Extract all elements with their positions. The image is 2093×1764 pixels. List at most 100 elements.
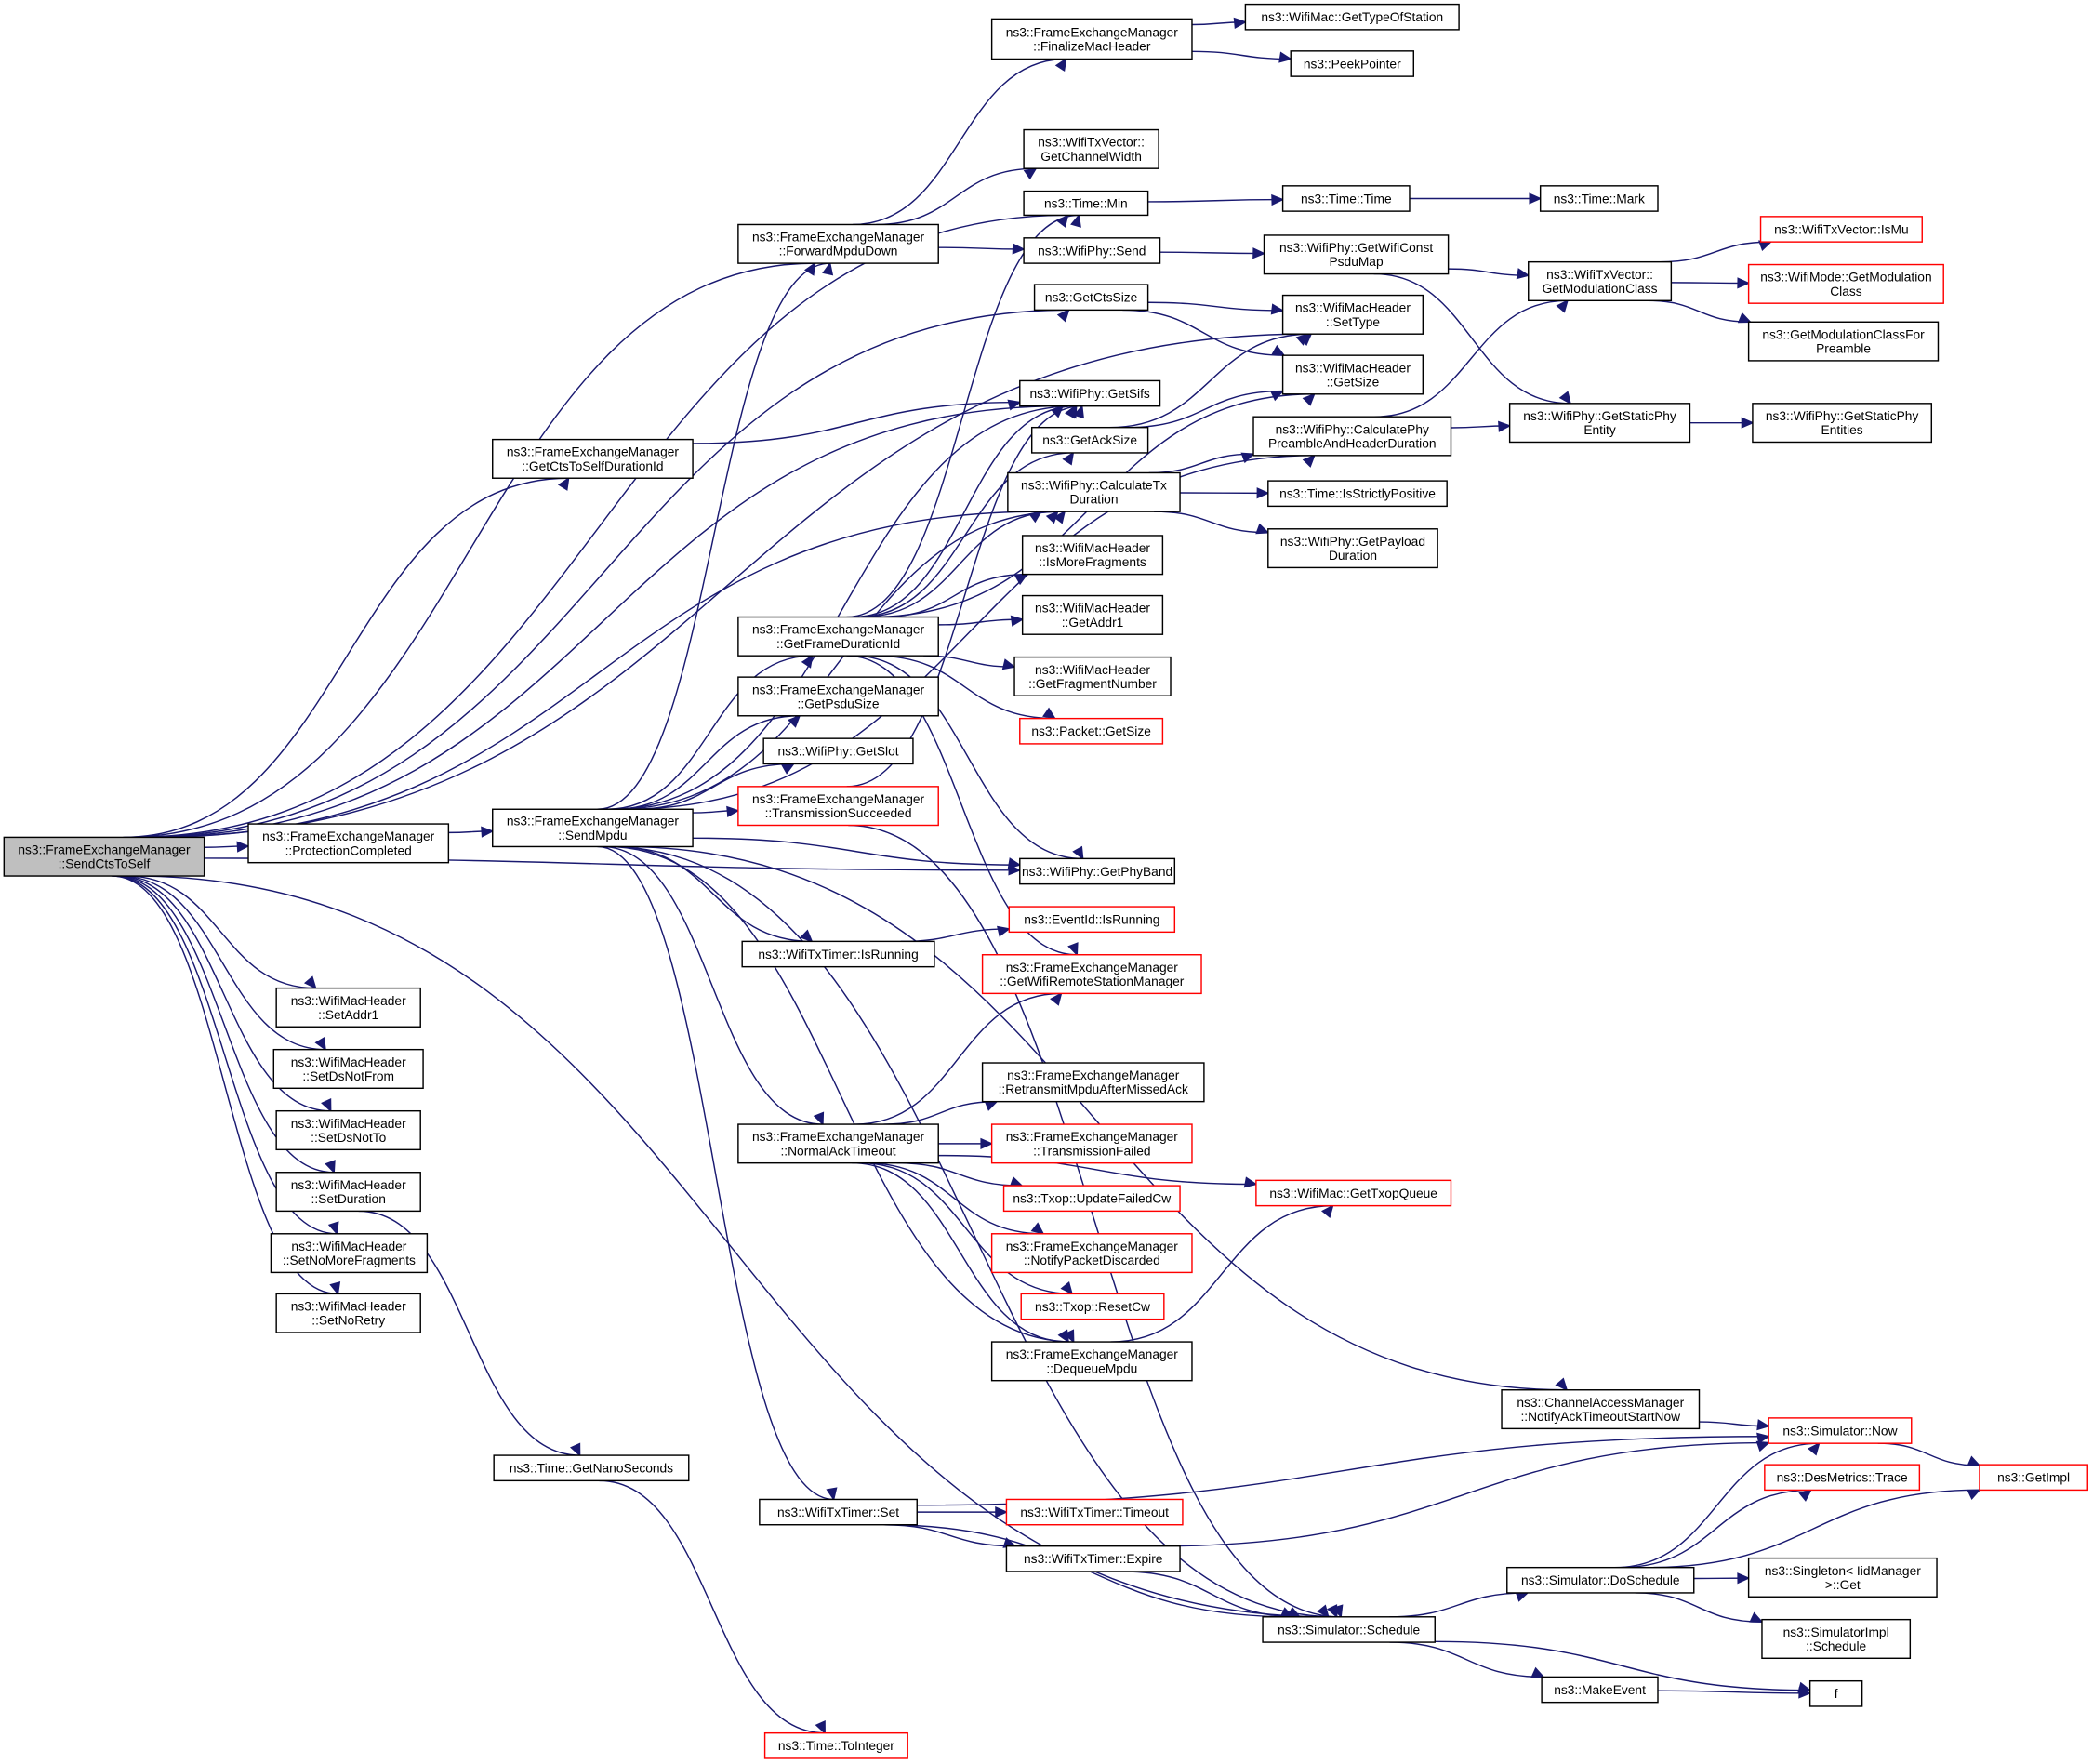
arrowhead-icon — [1798, 1489, 1812, 1502]
node-label: Entity — [1583, 423, 1616, 437]
node-label: ::ProtectionCompleted — [285, 843, 412, 857]
node-time-time[interactable]: ns3::Time::Time — [1281, 185, 1411, 212]
node-simulatorimpl-schedule[interactable]: ns3::SimulatorImpl::Schedule — [1761, 1618, 1912, 1660]
node-wifiphy-getsifs[interactable]: ns3::WifiPhy::GetSifs — [1019, 379, 1161, 407]
node-time-min[interactable]: ns3::Time::Min — [1023, 190, 1149, 217]
node-singleton-iidmanager-get[interactable]: ns3::Singleton< IidManager>::Get — [1747, 1557, 1938, 1598]
node-wifiphy-getslot[interactable]: ns3::WifiPhy::GetSlot — [762, 737, 914, 765]
node-label: ns3::Time::IsStrictlyPositive — [1279, 487, 1436, 501]
node-getacksize[interactable]: ns3::GetAckSize — [1030, 426, 1149, 454]
node-f[interactable]: f — [1808, 1679, 1863, 1707]
node-frameexchangemanager-getctstoselfdurationid[interactable]: ns3::FrameExchangeManager::GetCtsToSelfD… — [492, 438, 694, 479]
node-frameexchangemanager-getpsdusize[interactable]: ns3::FrameExchangeManager::GetPsduSize — [737, 676, 939, 717]
node-time-tointeger[interactable]: ns3::Time::ToInteger — [763, 1731, 908, 1759]
node-label: Class — [1830, 285, 1862, 298]
node-wifitxtimer-timeout[interactable]: ns3::WifiTxTimer::Timeout — [1005, 1498, 1184, 1526]
node-getimpl[interactable]: ns3::GetImpl — [1979, 1464, 2088, 1492]
arrowhead-icon — [1741, 417, 1755, 429]
arrowhead-icon — [1256, 487, 1270, 499]
node-box — [762, 737, 914, 765]
node-wifimacheader-ismorefragments[interactable]: ns3::WifiMacHeader::IsMoreFragments — [1021, 535, 1164, 576]
node-simulator-doschedule[interactable]: ns3::Simulator::DoSchedule — [1506, 1566, 1695, 1594]
node-frameexchangemanager-getframedurationid[interactable]: ns3::FrameExchangeManager::GetFrameDurat… — [737, 616, 939, 657]
node-label: ns3::Time::Min — [1044, 196, 1128, 210]
node-wifitxvector-getmodulationclass[interactable]: ns3::WifiTxVector::GetModulationClass — [1528, 260, 1673, 302]
node-wifitxvector-ismu[interactable]: ns3::WifiTxVector::IsMu — [1759, 216, 1923, 243]
node-wifimacheader-settype[interactable]: ns3::WifiMacHeader::SetType — [1281, 294, 1424, 335]
node-wifimacheader-setnoretry[interactable]: ns3::WifiMacHeader::SetNoRetry — [275, 1293, 421, 1333]
node-frameexchangemanager-transmissionfailed[interactable]: ns3::FrameExchangeManager::TransmissionF… — [990, 1123, 1193, 1164]
node-frameexchangemanager-sendmpdu[interactable]: ns3::FrameExchangeManager::SendMpdu — [492, 808, 694, 848]
arrowhead-icon — [1756, 1432, 1770, 1444]
node-peekpointer[interactable]: ns3::PeekPointer — [1290, 50, 1415, 77]
node-wifimacheader-setdsnotfrom[interactable]: ns3::WifiMacHeader::SetDsNotFrom — [272, 1048, 424, 1090]
edge-line — [917, 1436, 1769, 1506]
node-box — [1808, 1679, 1863, 1707]
node-label: ns3::WifiMacHeader — [1295, 361, 1411, 375]
node-label: ::SetAddr1 — [318, 1008, 378, 1022]
node-desmetrics-trace[interactable]: ns3::DesMetrics::Trace — [1764, 1464, 1921, 1492]
arrowhead-icon — [1007, 857, 1022, 869]
node-wifitxtimer-set[interactable]: ns3::WifiTxTimer::Set — [759, 1498, 918, 1526]
call-edge-frameexchangemanager-sendctstoself-to-frameexchangemanager-protectioncompleted — [204, 841, 250, 853]
node-wifiphy-send[interactable]: ns3::WifiPhy::Send — [1023, 237, 1161, 264]
node-frameexchangemanager-protectioncompleted[interactable]: ns3::FrameExchangeManager::ProtectionCom… — [247, 823, 450, 864]
node-wifiphy-getphyband[interactable]: ns3::WifiPhy::GetPhyBand — [1019, 857, 1176, 885]
node-wifimacheader-getaddr1[interactable]: ns3::WifiMacHeader::GetAddr1 — [1021, 594, 1164, 635]
node-box — [737, 223, 939, 264]
node-getctssize[interactable]: ns3::GetCtsSize — [1033, 284, 1149, 312]
node-frameexchangemanager-transmissionsucceeded[interactable]: ns3::FrameExchangeManager::TransmissionS… — [737, 786, 939, 827]
arrowhead-icon — [726, 805, 740, 817]
call-edge-wifiphy-send-to-wifiphy-getwificonstpsdumap — [1159, 247, 1266, 259]
node-frameexchangemanager-retransmitmpduaftermissedack[interactable]: ns3::FrameExchangeManager::RetransmitMpd… — [981, 1062, 1205, 1103]
call-edge-frameexchangemanager-forwardmpdudown-to-frameexchangemanager-finalizemacheader — [853, 57, 1067, 226]
node-label: ::NotifyAckTimeoutStartNow — [1520, 1410, 1680, 1424]
arrowhead-icon — [1737, 312, 1753, 324]
node-wifimac-gettypeofstation[interactable]: ns3::WifiMac::GetTypeOfStation — [1244, 3, 1460, 31]
node-channelaccessmanager-notifyacktimeoutstartnow[interactable]: ns3::ChannelAccessManager::NotifyAckTime… — [1501, 1389, 1701, 1430]
edge-line — [616, 511, 1066, 810]
call-edge-frameexchangemanager-sendmpdu-to-wifitxtimer-set — [597, 845, 838, 1502]
node-frameexchangemanager-finalizemacheader[interactable]: ns3::FrameExchangeManager::FinalizeMacHe… — [990, 18, 1193, 60]
node-label: ns3::WifiTxVector:: — [1546, 268, 1653, 282]
node-simulator-now[interactable]: ns3::Simulator::Now — [1768, 1417, 1913, 1444]
node-wifitxtimer-isrunning[interactable]: ns3::WifiTxTimer::IsRunning — [741, 940, 935, 968]
node-wifimacheader-setdsnotto[interactable]: ns3::WifiMacHeader::SetDsNotTo — [275, 1109, 421, 1151]
node-wifitxvector-getchannelwidth[interactable]: ns3::WifiTxVector::GetChannelWidth — [1023, 128, 1159, 169]
node-makeevent[interactable]: ns3::MakeEvent — [1541, 1676, 1659, 1704]
call-edge-frameexchangemanager-normalacktimeout-to-frameexchangemanager-dequeuempdu — [852, 1161, 1070, 1344]
node-frameexchangemanager-getwifiremotestationmanager[interactable]: ns3::FrameExchangeManager::GetWifiRemote… — [981, 954, 1202, 995]
node-wifimacheader-getfragmentnumber[interactable]: ns3::WifiMacHeader::GetFragmentNumber — [1013, 656, 1172, 696]
node-wifimac-gettxopqueue[interactable]: ns3::WifiMac::GetTxopQueue — [1255, 1179, 1452, 1207]
node-frameexchangemanager-notifypacketdiscarded[interactable]: ns3::FrameExchangeManager::NotifyPacketD… — [990, 1233, 1193, 1274]
node-time-mark[interactable]: ns3::Time::Mark — [1539, 185, 1659, 212]
node-eventid-isrunning[interactable]: ns3::EventId::IsRunning — [1008, 906, 1176, 934]
arrowhead-icon — [1057, 1329, 1070, 1344]
node-wifimacheader-setnomorefragments[interactable]: ns3::WifiMacHeader::SetNoMoreFragments — [270, 1233, 429, 1274]
node-time-isstrictlypositive[interactable]: ns3::Time::IsStrictlyPositive — [1267, 480, 1448, 508]
edge-line — [599, 1479, 826, 1734]
node-wifiphy-calculatephypreambleandheaderduration[interactable]: ns3::WifiPhy::CalculatePhyPreambleAndHea… — [1252, 416, 1452, 457]
arrowhead-icon — [1269, 390, 1285, 402]
node-wifimacheader-setduration[interactable]: ns3::WifiMacHeader::SetDuration — [275, 1172, 421, 1213]
node-label: ns3::Simulator::DoSchedule — [1521, 1573, 1680, 1587]
node-frameexchangemanager-forwardmpdudown[interactable]: ns3::FrameExchangeManager::ForwardMpduDo… — [737, 223, 939, 264]
node-packet-getsize[interactable]: ns3::Packet::GetSize — [1019, 717, 1164, 745]
node-wifimacheader-setaddr1[interactable]: ns3::WifiMacHeader::SetAddr1 — [275, 987, 421, 1028]
node-wifimode-getmodulationclass[interactable]: ns3::WifiMode::GetModulationClass — [1747, 263, 1944, 304]
node-wifimacheader-getsize[interactable]: ns3::WifiMacHeader::GetSize — [1281, 354, 1424, 395]
node-txop-resetcw[interactable]: ns3::Txop::ResetCw — [1020, 1293, 1165, 1320]
node-time-getnanoseconds[interactable]: ns3::Time::GetNanoSeconds — [493, 1454, 690, 1482]
node-wifitxtimer-expire[interactable]: ns3::WifiTxTimer::Expire — [1005, 1545, 1181, 1572]
node-frameexchangemanager-normalacktimeout[interactable]: ns3::FrameExchangeManager::NormalAckTime… — [737, 1123, 939, 1164]
node-txop-updatefailedcw[interactable]: ns3::Txop::UpdateFailedCw — [1002, 1185, 1181, 1213]
node-simulator-schedule[interactable]: ns3::Simulator::Schedule — [1262, 1616, 1436, 1643]
node-label: Duration — [1329, 549, 1377, 563]
node-frameexchangemanager-dequeuempdu[interactable]: ns3::FrameExchangeManager::DequeueMpdu — [990, 1341, 1193, 1382]
